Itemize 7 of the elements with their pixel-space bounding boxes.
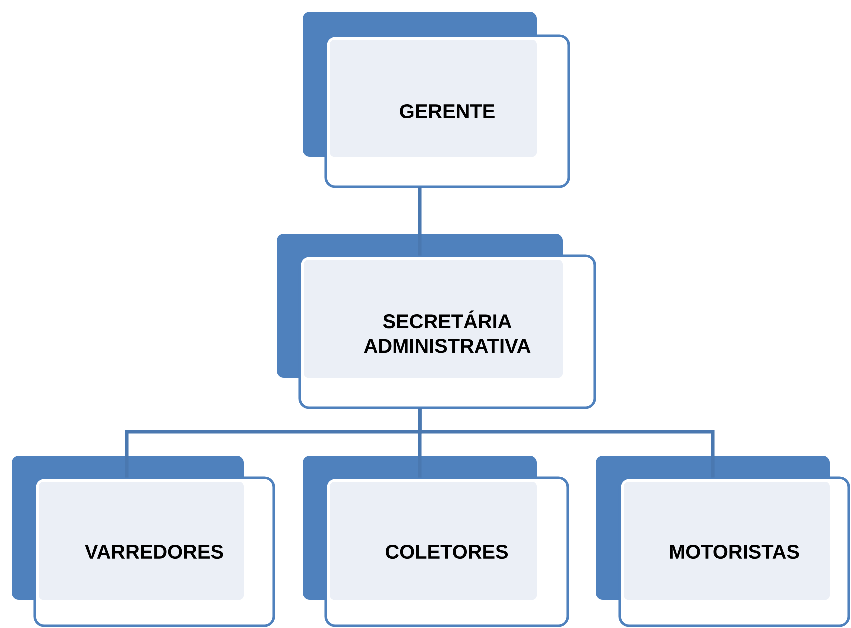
org-box: COLETORES <box>303 456 570 628</box>
org-box: SECRETÁRIA ADMINISTRATIVA <box>277 234 596 410</box>
org-box: GERENTE <box>303 12 570 188</box>
connector-line <box>418 187 422 256</box>
connector-line <box>418 408 715 478</box>
org-box: VARREDORES <box>12 456 276 628</box>
org-box: MOTORISTAS <box>596 456 850 628</box>
